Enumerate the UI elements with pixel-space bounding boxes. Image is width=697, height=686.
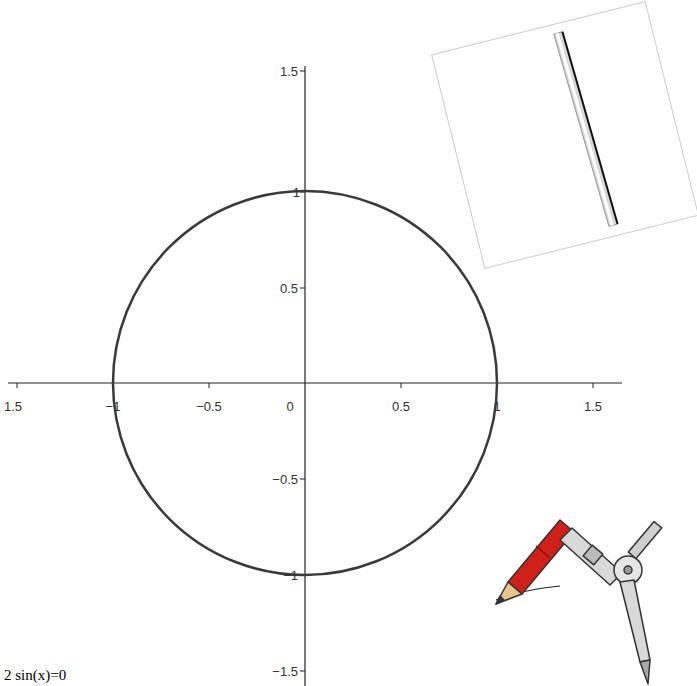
ruler-picture [432,2,697,269]
origin-label: 0 [286,400,293,413]
unit-circle [113,191,497,575]
x-tick-label: −0.5 [196,400,222,413]
y-tick-label: 0.5 [280,282,298,295]
y-tick-label: 1.5 [280,65,298,78]
y-tick-label: 1 [293,186,300,199]
x-tick-label: 0.5 [392,400,410,413]
y-tick-label: −1 [283,569,298,582]
y-tick-label: −0.5 [272,473,298,486]
x-tick-label: 1.5 [584,400,602,413]
y-axis [304,66,305,686]
x-tick-label: 1 [493,400,500,413]
y-tick-label: −1.5 [272,665,298,678]
x-tick-label: 1.5 [4,400,22,413]
equation-text: 2 sin(x)=0 [4,668,66,683]
compass-picture [496,520,662,684]
x-axis [8,382,622,383]
x-tick-label: −1 [106,400,121,413]
